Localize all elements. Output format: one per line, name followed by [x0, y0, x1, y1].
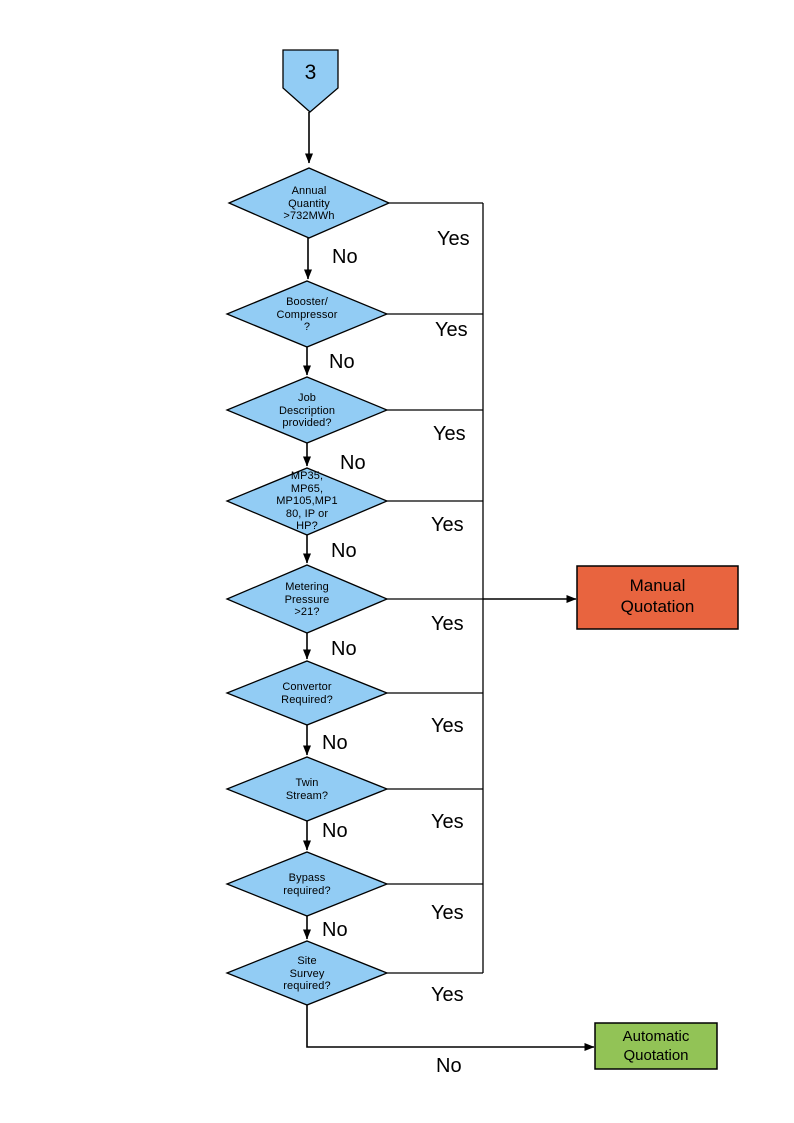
start-connector-shape	[282, 49, 339, 113]
edge-label-no-annual-quantity: No	[332, 246, 358, 268]
edge-site-survey-no	[306, 1005, 595, 1051]
manual-quotation-shape	[576, 565, 739, 630]
edge-label-yes-job-description: Yes	[433, 423, 466, 445]
edge-label-no-twin-stream: No	[322, 820, 348, 842]
decision-bypass-required-shape	[225, 851, 389, 917]
edge-label-no-bypass-required: No	[322, 919, 348, 941]
edge-label-no-convertor-required: No	[322, 732, 348, 754]
decision-annual-quantity-shape	[227, 167, 391, 239]
decision-convertor-required-shape	[225, 660, 389, 726]
edge-label-yes-convertor-required: Yes	[431, 715, 464, 737]
decision-meter-type-shape	[225, 467, 389, 536]
edge-label-no-booster-compressor: No	[329, 351, 355, 373]
edge-label-no-job-description: No	[340, 452, 366, 474]
edge-label-yes-meter-type: Yes	[431, 514, 464, 536]
edge-label-yes-twin-stream: Yes	[431, 811, 464, 833]
edge-label-yes-booster-compressor: Yes	[435, 319, 468, 341]
automatic-quotation-shape	[594, 1022, 718, 1070]
decision-site-survey-shape	[225, 940, 389, 1006]
decision-twin-stream-shape	[225, 756, 389, 822]
decision-job-description-shape	[225, 376, 389, 444]
decision-booster-compressor-shape	[225, 280, 389, 348]
edge-label-yes-annual-quantity: Yes	[437, 228, 470, 250]
decision-metering-pressure-shape	[225, 564, 389, 634]
edge-label-no-metering-pressure: No	[331, 638, 357, 660]
edge-label-yes-metering-pressure: Yes	[431, 613, 464, 635]
edge-label-yes-bypass-required: Yes	[431, 902, 464, 924]
edge-label-no-meter-type: No	[331, 540, 357, 562]
edge-label-no-site-survey-final: No	[436, 1055, 462, 1077]
edge-label-yes-site-survey: Yes	[431, 984, 464, 1006]
